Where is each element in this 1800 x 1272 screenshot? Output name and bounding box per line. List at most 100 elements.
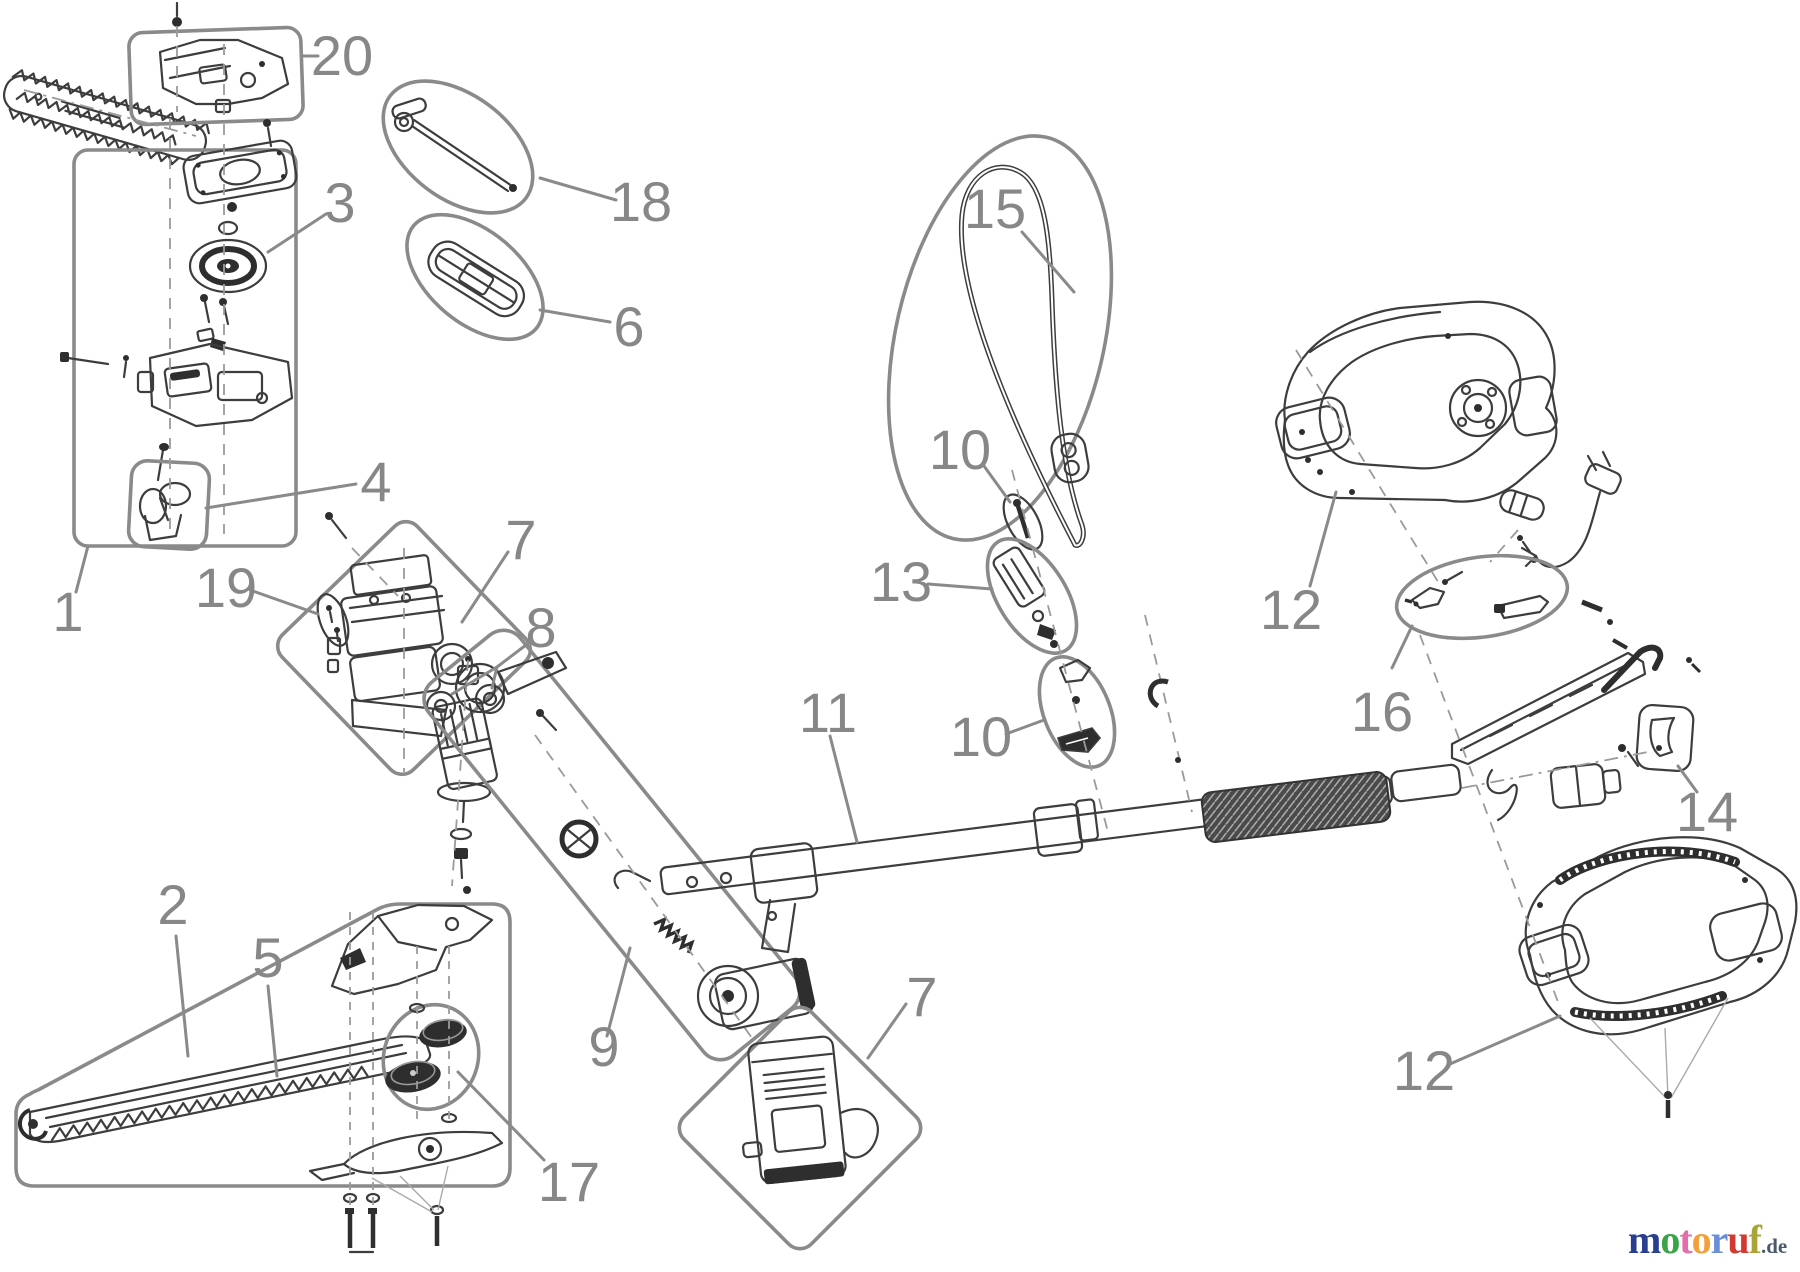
cord-loop-ellipse: [886, 134, 1114, 548]
container-band-9: [422, 628, 802, 1062]
cord-grommet: [1499, 489, 1545, 521]
container-ellipse-6: [405, 212, 545, 342]
hardware-ellipse-lower: [1037, 655, 1117, 769]
wrench-tool-ellipse: [381, 79, 535, 215]
handle-pad-left: [1275, 396, 1351, 460]
pole-shaft: [613, 744, 1640, 954]
drive-link-band: [422, 628, 816, 1062]
retainer-wire: [1486, 768, 1518, 822]
trimmer-blade: [18, 1035, 432, 1144]
switch-ellipse: [985, 537, 1079, 655]
shaft-clamp: [749, 842, 819, 954]
callout-label-16: 16: [1351, 680, 1413, 743]
screw-ellipse-upper: [1002, 493, 1044, 551]
cord-lock: [1050, 432, 1090, 484]
watermark-suffix: .de: [1761, 1234, 1788, 1258]
container-box-14: [1635, 703, 1695, 773]
callout-label-7-lower: 7: [906, 965, 937, 1028]
mounting-screws-below: [342, 1192, 445, 1254]
callout-label-14: 14: [1676, 780, 1738, 843]
guard-hook: [1601, 644, 1664, 693]
callout-label-17: 17: [538, 1150, 600, 1213]
front-handle: [1275, 300, 1622, 569]
container-box-1: [72, 148, 298, 548]
handle-pad-right: [1508, 375, 1558, 437]
chain-tensioner-housing: [136, 342, 294, 428]
switch-hardware-ellipse: [1394, 553, 1570, 641]
shaft-end-tube: [1390, 763, 1462, 803]
callout-label-3: 3: [324, 171, 355, 234]
watermark-letter: o: [1691, 1217, 1712, 1262]
callout-label-9: 9: [588, 1015, 619, 1078]
callout-label-4: 4: [360, 450, 391, 513]
motor-unit-sketch: [742, 1035, 879, 1185]
switch-sketch: [992, 546, 1046, 608]
container-ellipse-16: [1394, 553, 1570, 641]
lock-lever-box: [1635, 703, 1695, 773]
handle-pad-left: [1518, 923, 1590, 987]
handle-pad-right: [1709, 902, 1783, 962]
callout-label-13: 13: [870, 550, 932, 613]
container-ellipse-18: [381, 79, 535, 215]
tensioner-screws: [196, 294, 230, 351]
hedge-trimmer-box: [14, 886, 512, 1254]
screw-capsule-19: [316, 593, 350, 647]
callout-label-11: 11: [799, 681, 857, 744]
container-ellipse-15: [886, 134, 1114, 542]
callout-label-6: 6: [613, 295, 644, 358]
c-clip: [1147, 678, 1169, 709]
watermark-letter: m: [1628, 1217, 1661, 1262]
cover-piece-sketch: [427, 240, 526, 318]
callout-label-12-upper: 12: [1260, 578, 1322, 641]
callout-label-1: 1: [52, 580, 83, 643]
handle-hub: [1448, 378, 1508, 438]
saw-head-housing-sketch: [158, 38, 290, 114]
coupler-box-4: [126, 459, 212, 551]
coupling-connector: [1549, 763, 1622, 809]
saw-drive-box: [60, 119, 298, 551]
power-plug-and-cord: [1520, 450, 1622, 569]
watermark-letter: r: [1710, 1217, 1729, 1262]
spring: [653, 916, 695, 954]
hex-wrench-sketch: [391, 97, 517, 193]
rear-handle: [1518, 836, 1798, 1118]
container-box-20: [127, 25, 305, 127]
trimmer-gear-housing: [330, 903, 494, 996]
sprocket-cover-plate: [182, 139, 298, 205]
blade-cover-plate: [308, 1130, 504, 1182]
callout-labels: 1 2 3 4 5 6 7 7 8 9 10 10 11 12 12 13 14…: [52, 24, 1738, 1213]
watermark-letter: f: [1748, 1217, 1762, 1262]
dashed-guides: [23, 26, 1649, 1205]
chainsaw-bar-and-chain: [3, 69, 210, 166]
callout-label-8: 8: [525, 596, 556, 659]
watermark-logo: motoruf.de: [1628, 1216, 1800, 1268]
container-box-17: [14, 902, 512, 1188]
motor-diamond: [677, 1005, 923, 1251]
shaft-tube: [659, 775, 1393, 896]
blade-guard-rail: [1450, 599, 1702, 766]
callout-label-20: 20: [311, 24, 373, 87]
foam-grip: [1200, 770, 1392, 844]
callout-label-19: 19: [195, 556, 257, 619]
gearbox-sketch: [326, 554, 474, 738]
saw-head-housing-box: [127, 1, 305, 127]
drive-sprocket: [188, 238, 268, 294]
callout-label-2: 2: [157, 873, 188, 936]
connecting-rod-sketch: [454, 650, 568, 714]
container-diamond-7-lower: [677, 1005, 923, 1251]
gear-set-ellipse: [381, 1002, 481, 1112]
watermark-letter: u: [1727, 1217, 1749, 1262]
callout-label-12-lower: 12: [1393, 1039, 1455, 1102]
screw-dot: [227, 202, 237, 212]
callout-label-15: 15: [964, 177, 1026, 240]
fan-wheel: [559, 819, 599, 859]
callout-label-7-upper: 7: [505, 508, 536, 571]
callout-label-10-upper: 10: [929, 418, 991, 481]
watermark-word: motoruf: [1628, 1216, 1762, 1263]
watermark-letter: t: [1679, 1217, 1692, 1262]
gearbox-diamond: [275, 512, 533, 777]
container-ellipse-10-lower: [1037, 655, 1117, 769]
callout-label-10-lower: 10: [950, 705, 1012, 768]
